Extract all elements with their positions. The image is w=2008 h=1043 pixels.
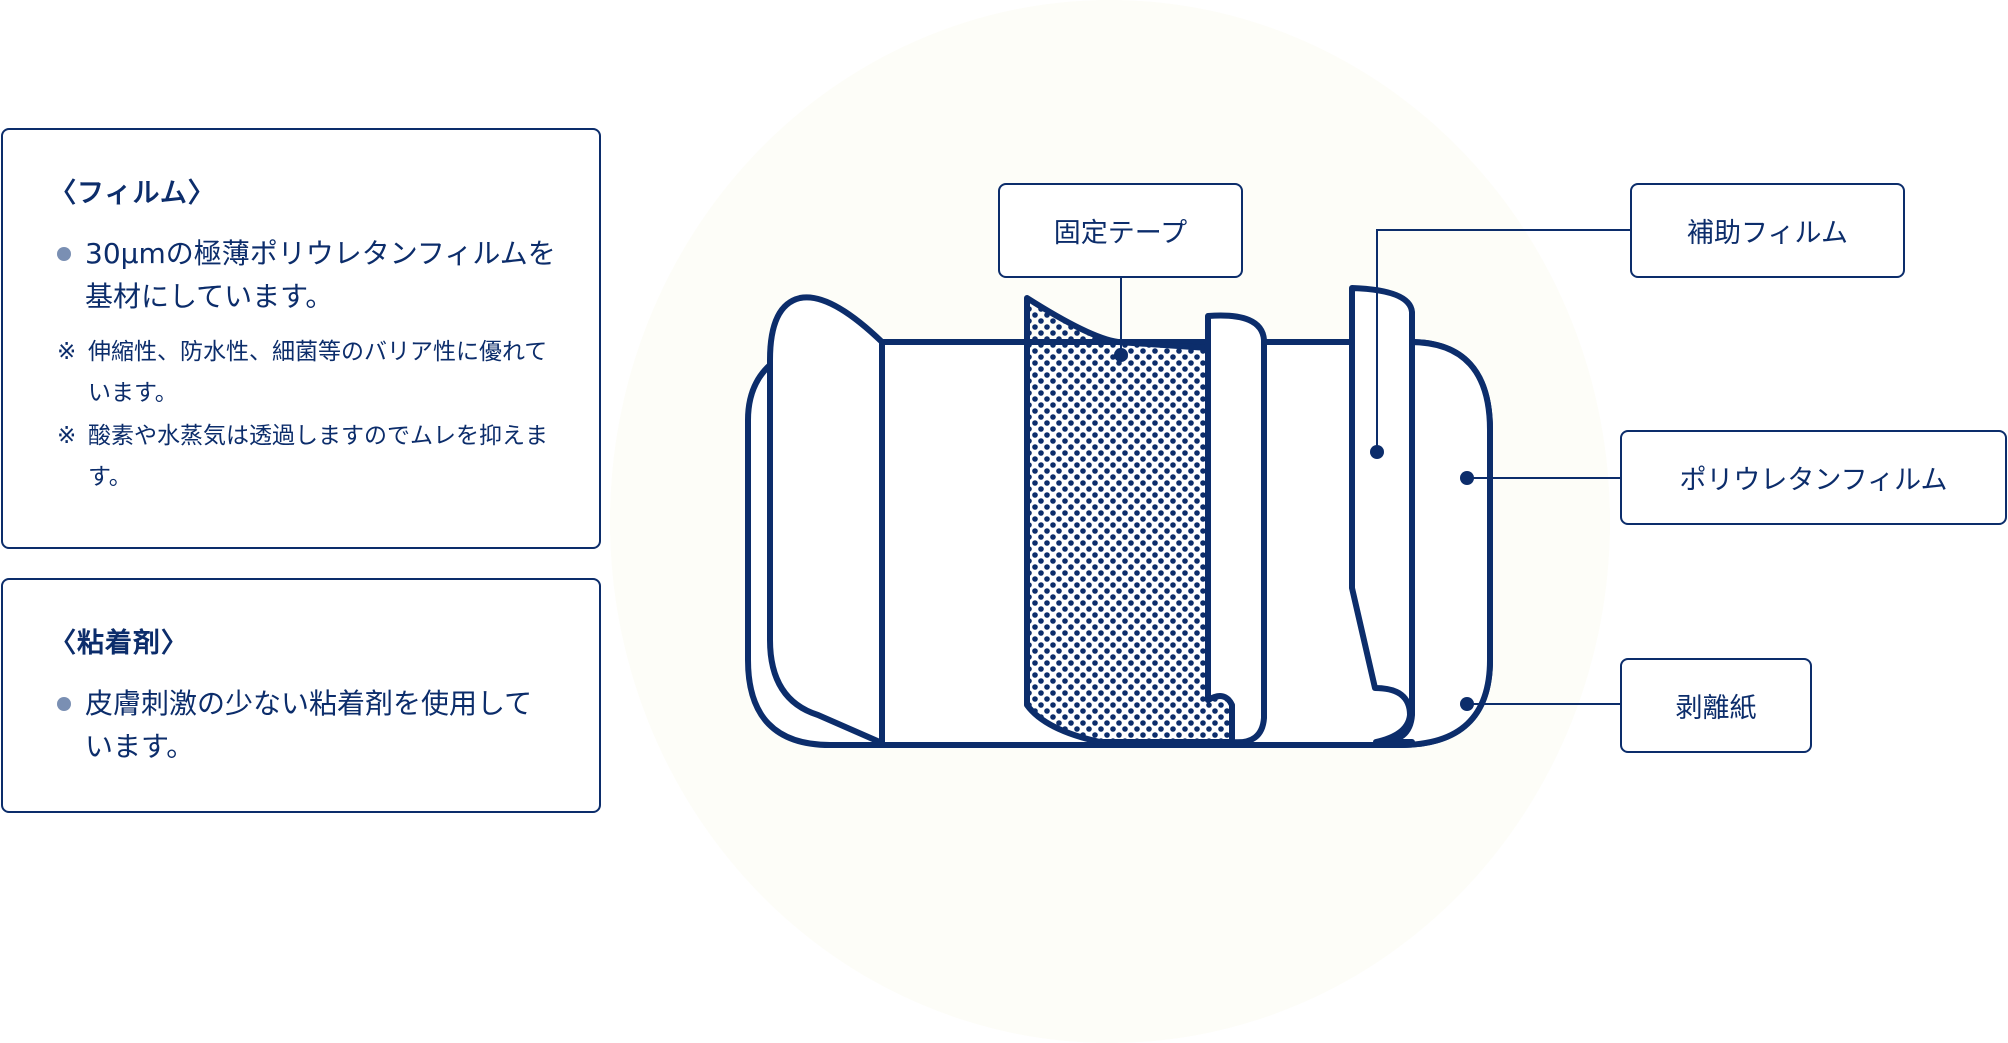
fixing-tape-point xyxy=(1114,348,1128,362)
auxiliary-film-point xyxy=(1370,445,1384,459)
film-note-2-text: 酸素や水蒸気は透過しますのでムレを抑えます。 xyxy=(88,423,548,491)
bullet-dot-icon xyxy=(57,247,71,262)
film-note-2: ※ 酸素や水蒸気は透過しますのでムレを抑えます。 xyxy=(57,416,559,498)
release-paper-point xyxy=(1460,697,1474,711)
auxiliary-film-leader xyxy=(1376,229,1632,452)
polyurethane-film-label: ポリウレタンフィルム xyxy=(1620,430,2007,525)
adhesive-info-box: 〈粘着剤〉 皮膚刺激の少ない粘着剤を使用しています。 xyxy=(1,578,601,813)
film-note-1: ※ 伸縮性、防水性、細菌等のバリア性に優れています。 xyxy=(57,332,559,414)
film-bullet-text: 30μmの極薄ポリウレタンフィルムを基材にしています。 xyxy=(85,237,556,314)
auxiliary-film-label: 補助フィルム xyxy=(1630,183,1905,278)
note-mark: ※ xyxy=(57,423,77,450)
adhesive-box-title: 〈粘着剤〉 xyxy=(49,628,189,659)
film-note-1-text: 伸縮性、防水性、細菌等のバリア性に優れています。 xyxy=(88,339,548,407)
left-film-flap xyxy=(767,294,885,746)
adhesive-bullet-text: 皮膚刺激の少ない粘着剤を使用しています。 xyxy=(85,687,533,764)
film-info-box: 〈フィルム〉 30μmの極薄ポリウレタンフィルムを基材にしています。 ※ 伸縮性… xyxy=(1,128,601,549)
fixing-tape-shape xyxy=(1024,295,1235,745)
fixing-tape-label: 固定テープ xyxy=(998,183,1243,278)
film-bullet: 30μmの極薄ポリウレタンフィルムを基材にしています。 xyxy=(55,232,559,318)
adhesive-bullet: 皮膚刺激の少ない粘着剤を使用しています。 xyxy=(55,682,559,768)
fixing-tape-curl xyxy=(1205,312,1267,746)
note-mark: ※ xyxy=(57,339,77,366)
auxiliary-film-shape xyxy=(1349,285,1415,745)
release-paper-label: 剥離紙 xyxy=(1620,658,1812,753)
bullet-dot-icon xyxy=(57,697,71,712)
film-notes: ※ 伸縮性、防水性、細菌等のバリア性に優れています。 ※ 酸素や水蒸気は透過しま… xyxy=(57,332,559,498)
polyurethane-film-point xyxy=(1460,471,1474,485)
film-box-title: 〈フィルム〉 xyxy=(49,178,216,209)
